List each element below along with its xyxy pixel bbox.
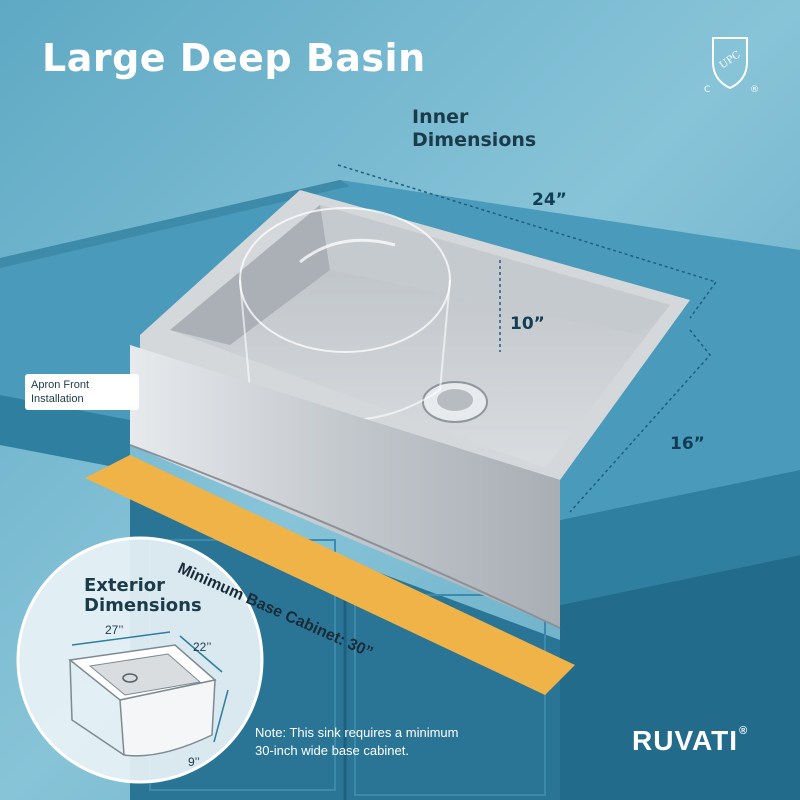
inner-dimensions-title: Inner Dimensions — [412, 106, 536, 152]
mini-drain-icon — [122, 673, 138, 683]
cert-left: C — [704, 85, 710, 94]
drain-center — [437, 389, 473, 411]
note-line1: Note: This sink requires a minimum — [255, 725, 459, 740]
countertop-front-edge-right — [560, 470, 800, 605]
apron-bottom-edge — [129, 444, 561, 629]
brand-name: RUVATI — [632, 725, 739, 756]
basin-left-wall — [170, 205, 330, 345]
countertop-back-edge — [0, 180, 350, 268]
exterior-depth-label: 9’’ — [188, 755, 200, 769]
cabinet-side — [560, 555, 800, 800]
exterior-dimensions-title: Exterior Dimensions — [84, 576, 202, 616]
mini-sink-apron — [119, 679, 216, 757]
note-line2: 30-inch wide base cabinet. — [255, 743, 409, 758]
mini-sink-side — [69, 659, 125, 756]
pot-outline-handle — [299, 238, 396, 264]
upc-shield-icon: UPC C ® — [700, 32, 762, 98]
inner-depth-label: 10” — [510, 314, 545, 334]
ext-width-arrow — [71, 631, 171, 646]
inner-title-line1: Inner — [412, 106, 469, 128]
ext-depth-arrow — [213, 689, 229, 743]
countertop-front-edge-left — [0, 395, 130, 470]
apron-label-line2: Installation — [31, 393, 84, 405]
page-title: Large Deep Basin — [42, 36, 426, 80]
cert-right: ® — [750, 85, 759, 94]
cabinet-note: Note: This sink requires a minimum 30-in… — [255, 724, 525, 760]
dimension-line-length — [569, 329, 711, 513]
exterior-width-label: 27’’ — [105, 623, 124, 637]
ext-length-arrow — [179, 635, 223, 673]
inner-title-line2: Dimensions — [412, 129, 537, 151]
apron-label-line1: Apron Front — [31, 379, 90, 391]
brand-mark: ® — [739, 725, 749, 737]
ext-title-line2: Dimensions — [84, 595, 202, 616]
inner-length-label: 16” — [670, 434, 705, 454]
cert-label: UPC — [718, 49, 743, 71]
mini-sink-basin — [88, 653, 202, 696]
ext-title-line1: Exterior — [84, 575, 166, 596]
brand-logo: RUVATI® — [632, 725, 748, 757]
apron-front — [130, 345, 560, 628]
exterior-length-label: 22’’ — [193, 640, 212, 654]
cabinet-band — [85, 455, 575, 695]
inner-width-label: 24” — [532, 190, 567, 210]
basin-back-wall — [320, 205, 670, 335]
apron-front-label: Apron Front Installation — [25, 374, 139, 410]
